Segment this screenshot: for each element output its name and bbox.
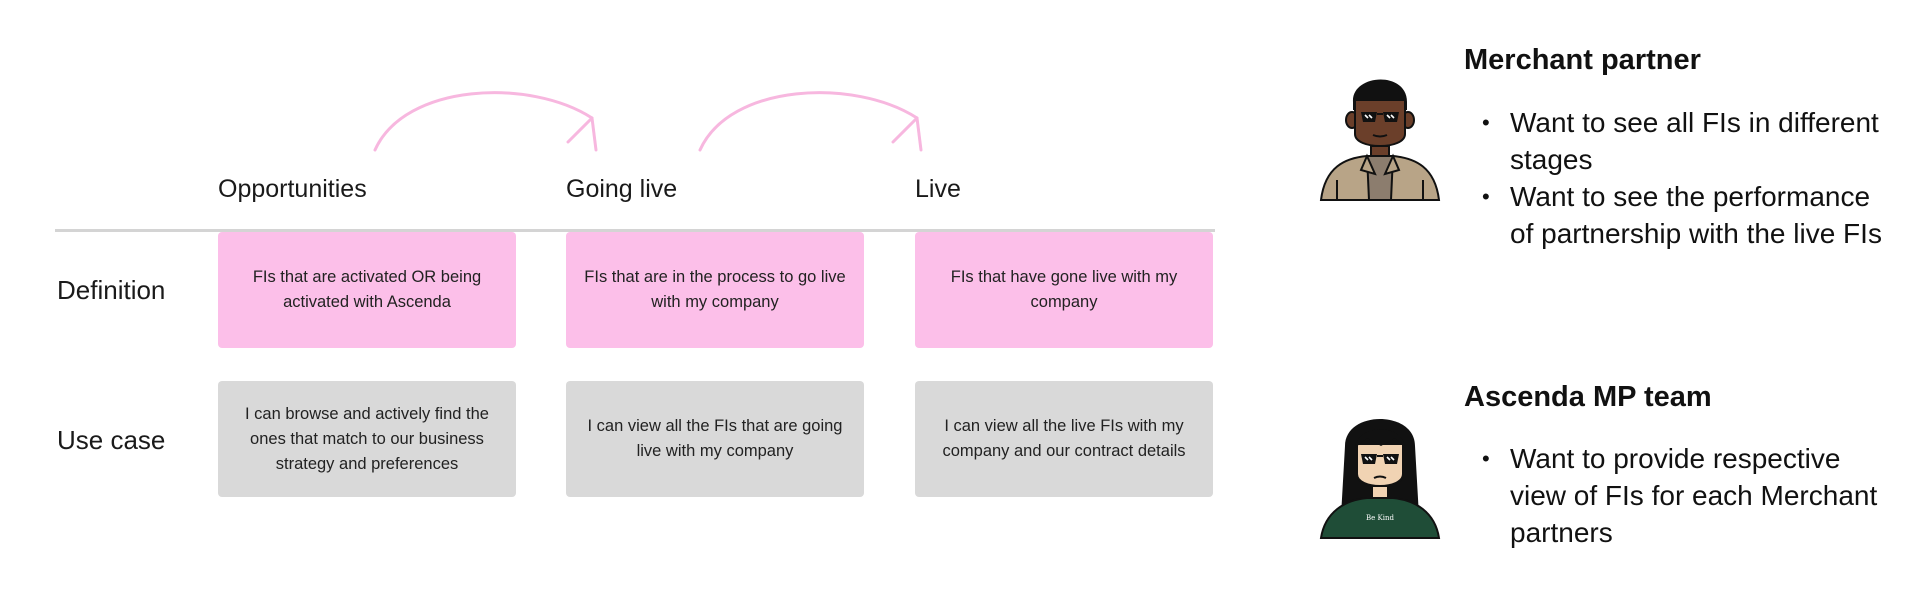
row-label-definition: Definition — [57, 275, 166, 305]
persona-bullet: •Want to provide respective view of FIs … — [1482, 443, 1878, 548]
definition-card-opportunities: FIs that are activated OR being activate… — [218, 232, 516, 348]
row-label-use-case: Use case — [57, 425, 166, 455]
stage-label-going-live: Going live — [566, 175, 678, 203]
persona-title-merchant-partner: Merchant partner — [1464, 44, 1701, 76]
stage-label-live: Live — [915, 175, 961, 203]
definition-card-live: FIs that have gone live with my company — [915, 232, 1213, 348]
header-divider — [55, 229, 1215, 232]
merchant-avatar-illustration — [1319, 79, 1441, 201]
persona-bullet: •Want to see all FIs in different stages — [1482, 107, 1879, 175]
persona-bullets-merchant-partner: •Want to see all FIs in different stages… — [1476, 104, 1896, 252]
usecase-card-opportunities: I can browse and actively find the ones … — [218, 381, 516, 497]
persona-title-ascenda-mp-team: Ascenda MP team — [1464, 381, 1712, 413]
usecase-card-going-live: I can view all the FIs that are going li… — [566, 381, 864, 497]
definition-card-going-live: FIs that are in the process to go live w… — [566, 232, 864, 348]
stage-label-opportunities: Opportunities — [218, 175, 367, 203]
shirt-text: Be Kind — [1366, 514, 1394, 522]
usecase-card-live: I can view all the live FIs with my comp… — [915, 381, 1213, 497]
team-avatar-illustration: Be Kind — [1319, 419, 1441, 539]
arrow-going-live-to-live-icon — [698, 91, 923, 152]
arrow-opportunities-to-going-live-icon — [373, 91, 598, 152]
persona-bullets-ascenda-mp-team: •Want to provide respective view of FIs … — [1476, 440, 1896, 551]
persona-bullet: •Want to see the performance of partners… — [1482, 181, 1882, 249]
